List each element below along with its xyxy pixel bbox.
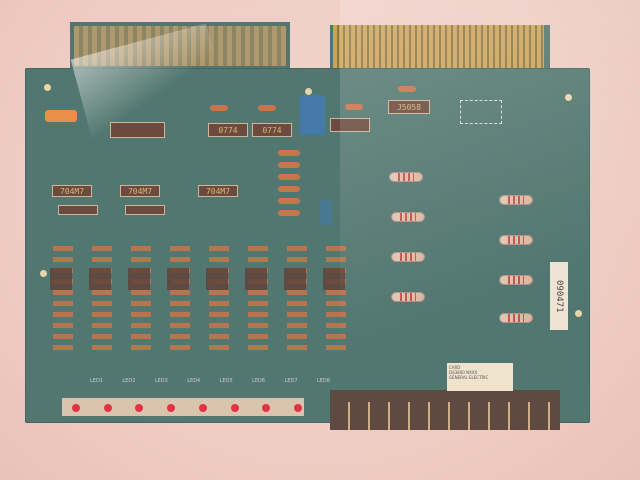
power-resistor bbox=[500, 314, 532, 322]
ic-chip bbox=[330, 118, 370, 132]
silkscreen-label: LED5 bbox=[219, 378, 233, 384]
serial-number: 090471 bbox=[554, 279, 564, 313]
ic-chip: 0774 bbox=[252, 123, 292, 137]
ic-chip: 704M7 bbox=[52, 185, 92, 197]
silkscreen-label: LED1 bbox=[90, 378, 103, 384]
mounting-hole bbox=[40, 270, 47, 277]
bottom-connector bbox=[330, 390, 560, 430]
mounting-hole bbox=[305, 88, 312, 95]
resistor bbox=[278, 150, 300, 156]
ic-chip bbox=[110, 122, 165, 138]
sticker-line: DS3800 NXXX bbox=[449, 370, 478, 375]
resistor bbox=[278, 186, 300, 192]
edge-connector-right bbox=[330, 25, 550, 73]
ic-label: 704M7 bbox=[59, 186, 85, 196]
led bbox=[135, 404, 144, 412]
connector-pads bbox=[74, 26, 286, 66]
serial-number-sticker: 090471 bbox=[550, 262, 568, 330]
empty-ic-footprint bbox=[460, 100, 502, 124]
diode bbox=[210, 105, 228, 111]
ic-label: 704M7 bbox=[127, 186, 153, 196]
led bbox=[167, 404, 176, 412]
power-resistor bbox=[500, 236, 532, 244]
ic-chip: 704M7 bbox=[120, 185, 160, 197]
power-resistor bbox=[390, 173, 422, 181]
power-resistor bbox=[500, 276, 532, 284]
sticker-line: CARD bbox=[449, 365, 461, 370]
edge-connector-left bbox=[70, 22, 290, 72]
power-resistor bbox=[392, 253, 424, 261]
led bbox=[262, 404, 271, 412]
part-number-sticker: CARD DS3800 NXXX GENERAL ELECTRIC bbox=[447, 363, 513, 391]
ic-chip: J5058 bbox=[388, 100, 430, 114]
silkscreen-label: LED3 bbox=[154, 378, 168, 384]
power-resistor bbox=[392, 293, 424, 301]
silkscreen-label: LED2 bbox=[122, 378, 136, 384]
led bbox=[198, 404, 207, 412]
silkscreen-label: LED7 bbox=[284, 378, 298, 384]
ic-chip: 0774 bbox=[208, 123, 248, 137]
ic-label: 0774 bbox=[218, 125, 238, 135]
diode bbox=[258, 105, 276, 111]
gold-fingers bbox=[333, 25, 544, 69]
power-resistor bbox=[392, 213, 424, 221]
led bbox=[103, 404, 112, 412]
mounting-hole bbox=[44, 84, 51, 91]
ic-chip bbox=[125, 205, 165, 215]
diode bbox=[345, 104, 363, 110]
silkscreen-label: LED4 bbox=[187, 378, 201, 384]
blue-marking bbox=[300, 95, 325, 135]
inductor bbox=[45, 110, 77, 122]
ic-label: 704M7 bbox=[205, 186, 231, 196]
sticker-line: GENERAL ELECTRIC bbox=[449, 375, 489, 380]
connector-pins bbox=[334, 402, 556, 430]
led-strip bbox=[62, 398, 304, 416]
ic-chip bbox=[58, 205, 98, 215]
mounting-hole bbox=[565, 94, 572, 101]
resistor bbox=[278, 174, 300, 180]
silkscreen-label: LED8 bbox=[316, 378, 330, 384]
ic-label: J5058 bbox=[396, 102, 422, 112]
power-resistor bbox=[500, 196, 532, 204]
ic-chip: 704M7 bbox=[198, 185, 238, 197]
resistor bbox=[278, 210, 300, 216]
blue-marking bbox=[320, 200, 332, 225]
led bbox=[293, 404, 302, 412]
resistor bbox=[278, 198, 300, 204]
silkscreen-label: LED6 bbox=[252, 378, 266, 384]
transistor-row bbox=[50, 268, 360, 290]
led bbox=[230, 404, 239, 412]
led bbox=[72, 404, 80, 412]
resistor-array bbox=[45, 240, 360, 350]
resistor bbox=[278, 162, 300, 168]
diode bbox=[398, 86, 416, 92]
mounting-hole bbox=[575, 310, 582, 317]
ic-label: 0774 bbox=[262, 125, 282, 135]
